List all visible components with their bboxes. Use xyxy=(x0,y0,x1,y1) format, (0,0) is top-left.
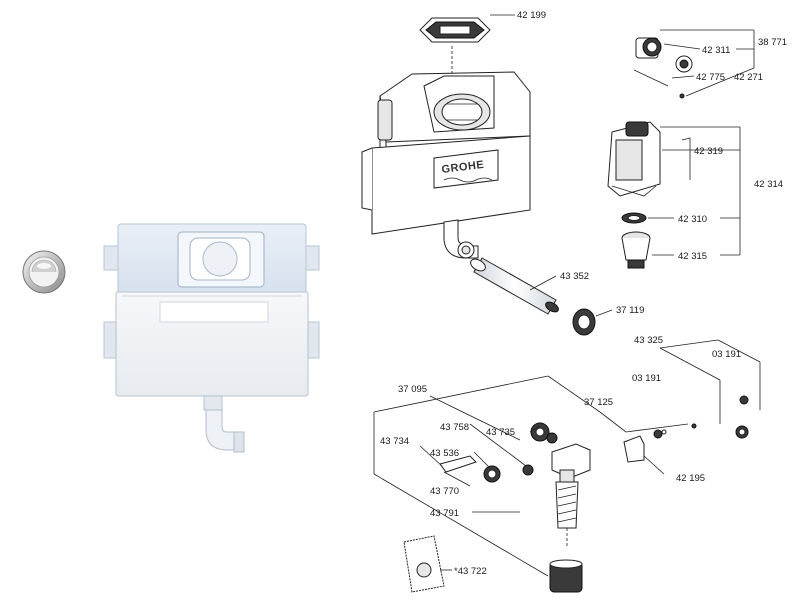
label-43325: 43 325 xyxy=(634,335,663,346)
label-43791: 43 791 xyxy=(430,508,459,519)
label-43536: 43 536 xyxy=(430,448,459,459)
part-43352 xyxy=(470,257,559,315)
brand-logo: GROHE xyxy=(441,159,485,176)
part-37119 xyxy=(572,308,613,336)
label-03191-b: 03 191 xyxy=(632,373,661,384)
label-42319: 42 319 xyxy=(694,146,723,157)
flush-button-photo xyxy=(22,250,66,294)
label-42311: 42 311 xyxy=(702,45,730,56)
label-42199: 42 199 xyxy=(517,10,546,21)
part-labels: 42 199 38 771 42 311 42 775 42 271 42 31… xyxy=(380,10,787,577)
label-37119: 37 119 xyxy=(616,305,644,316)
label-42310: 42 310 xyxy=(678,214,707,225)
label-43758: 43 758 xyxy=(440,422,469,433)
label-43735: 43 735 xyxy=(486,427,515,438)
label-43770: 43 770 xyxy=(430,486,459,497)
label-03191-a: 03 191 xyxy=(712,349,741,360)
cistern-photo xyxy=(103,223,320,453)
part-group-38771 xyxy=(633,29,755,99)
part-42199 xyxy=(419,14,515,43)
part-group-42314 xyxy=(607,121,741,269)
part-group-43325 xyxy=(659,339,761,439)
label-43722: *43 722 xyxy=(454,566,487,577)
label-43352: 43 352 xyxy=(560,271,589,282)
cistern-drawing: GROHE xyxy=(361,46,531,259)
label-43734: 43 734 xyxy=(380,436,409,447)
label-42315: 42 315 xyxy=(678,251,707,262)
label-37095: 37 095 xyxy=(398,384,427,395)
label-42271: 42 271 xyxy=(734,72,763,83)
label-38771: 38 771 xyxy=(758,37,787,48)
label-42775: 42 775 xyxy=(696,72,725,83)
label-37125: 37 125 xyxy=(584,397,613,408)
label-42195: 42 195 xyxy=(676,473,705,484)
fill-valve-assembly xyxy=(373,375,689,593)
label-42314: 42 314 xyxy=(754,179,783,190)
